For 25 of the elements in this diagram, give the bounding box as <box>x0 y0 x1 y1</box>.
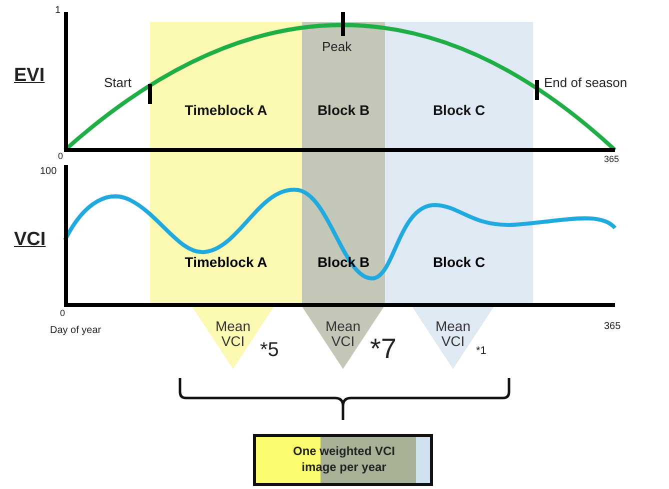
block-title: Timeblock A <box>184 102 268 119</box>
mean-triangle <box>411 305 495 369</box>
axis-tick-label: 0 <box>60 309 66 318</box>
weight-factor: *1 <box>476 346 486 357</box>
end-of-season-label: End of season <box>544 76 628 89</box>
axis-tick-label: 0 <box>58 152 64 161</box>
block-title: Block C <box>432 102 486 119</box>
axis-tick-label: 1 <box>55 6 61 16</box>
block-title: Timeblock A <box>184 254 268 271</box>
output-image-box <box>253 434 433 486</box>
block-title: Block B <box>316 102 371 119</box>
axis-tick-label: 365 <box>604 322 621 332</box>
axis-tick-label: 365 <box>604 155 620 164</box>
start-label: Start <box>104 76 132 89</box>
axis-tick-label: 100 <box>40 167 57 177</box>
mean-label: Mean VCI <box>434 319 472 349</box>
axis-title: VCI <box>14 230 46 249</box>
weight-factor: *5 <box>260 340 279 360</box>
axis-title: Day of year <box>50 326 102 336</box>
peak-label: Peak <box>322 40 352 53</box>
block-title: Block C <box>432 254 486 271</box>
axis-title: EVI <box>14 66 45 85</box>
weight-factor: *7 <box>370 335 396 363</box>
mean-label: Mean VCI <box>214 319 252 349</box>
mean-label: Mean VCI <box>324 319 362 349</box>
